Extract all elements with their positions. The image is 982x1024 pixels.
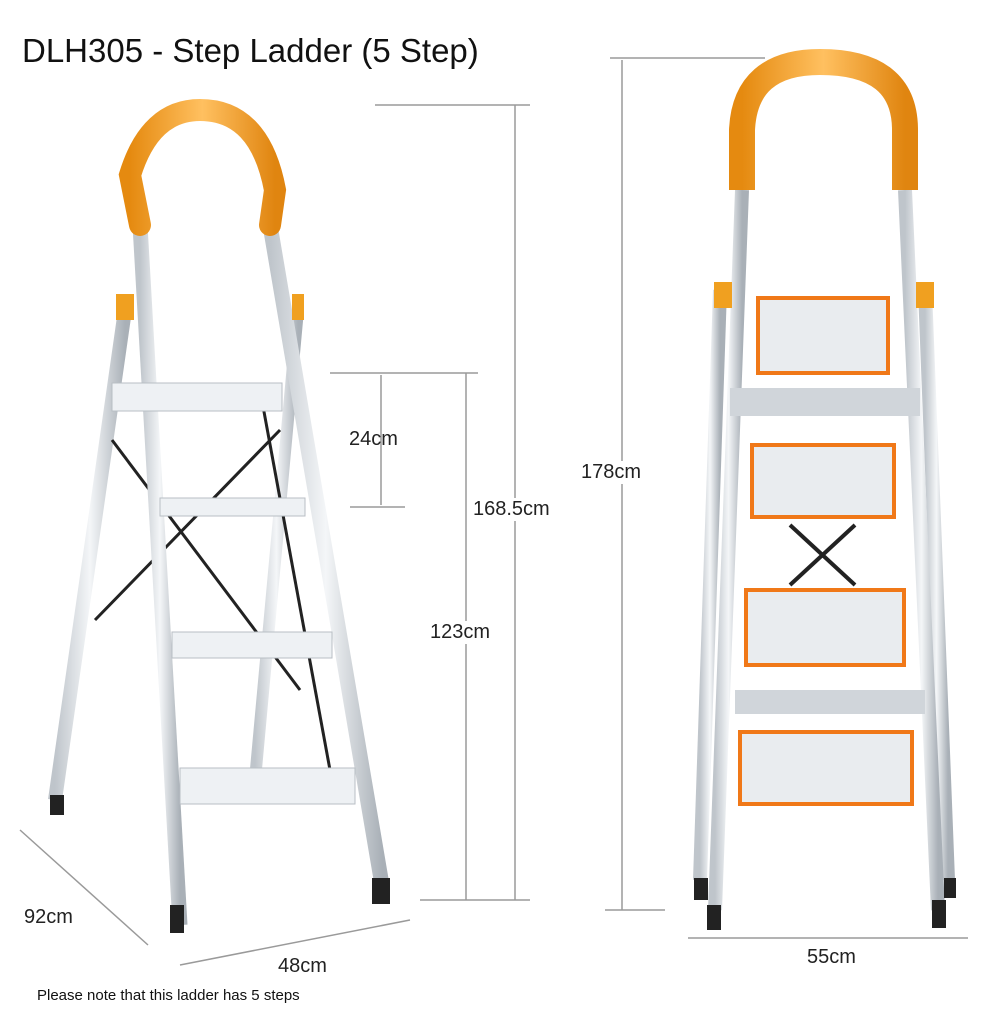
step-spacing-label: 24cm: [349, 428, 398, 450]
top-step-height-label: 123cm: [430, 621, 491, 644]
front-width-label: 55cm: [807, 946, 856, 968]
platform-height-label: 168.5cm: [473, 498, 550, 521]
depth-label: 92cm: [24, 906, 73, 928]
side-view-ladder: [48, 98, 390, 933]
note-text: Please note that this ladder has 5 steps: [37, 987, 300, 1004]
page-title: DLH305 - Step Ladder (5 Step): [22, 32, 479, 69]
dimension-lines: [19, 57, 968, 966]
total-height-label: 178cm: [581, 461, 642, 484]
side-width-label: 48cm: [278, 955, 327, 977]
front-view-ladder: [693, 48, 956, 930]
